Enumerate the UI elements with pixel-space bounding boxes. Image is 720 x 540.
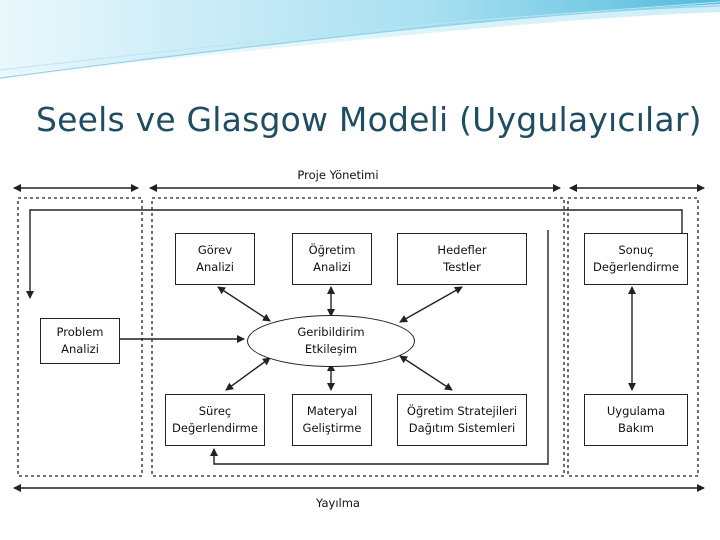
objectives-tests-box: Hedefler Testler — [397, 233, 527, 285]
formative-evaluation-box: Süreç Değerlendirme — [165, 394, 265, 446]
material-development-box: Materyal Geliştirme — [292, 394, 372, 446]
surec-feedback-arrow — [225, 357, 271, 391]
problem-analysis-box: Problem Analizi — [40, 318, 120, 364]
center-dashed-region — [151, 197, 565, 477]
instructional-strategies-box: Öğretim Stratejileri Dağıtım Sistemleri — [397, 394, 527, 446]
top-loop-line — [26, 209, 683, 299]
slide-title: Seels ve Glasgow Modeli (Uygulayıcılar) — [36, 100, 702, 139]
task-analysis-box: Görev Analizi — [175, 233, 255, 285]
summative-evaluation-box: Sonuç Değerlendirme — [584, 233, 688, 285]
project-management-label: Proje Yönetimi — [258, 163, 418, 187]
gorev-feedback-arrow — [217, 286, 271, 322]
implementation-maintenance-box: Uygulama Bakım — [584, 394, 688, 446]
strateji-feedback-arrow — [399, 355, 453, 391]
instruction-analysis-box: Öğretim Analizi — [292, 233, 372, 285]
header-wave-decoration — [0, 0, 720, 80]
left-dashed-region — [17, 197, 143, 477]
bottom-loop-line — [210, 230, 549, 465]
hedefler-feedback-arrow — [399, 286, 463, 323]
feedback-interaction-ellipse: Geribildirim Etkileşim — [247, 315, 415, 367]
dissemination-label: Yayılma — [258, 491, 418, 515]
